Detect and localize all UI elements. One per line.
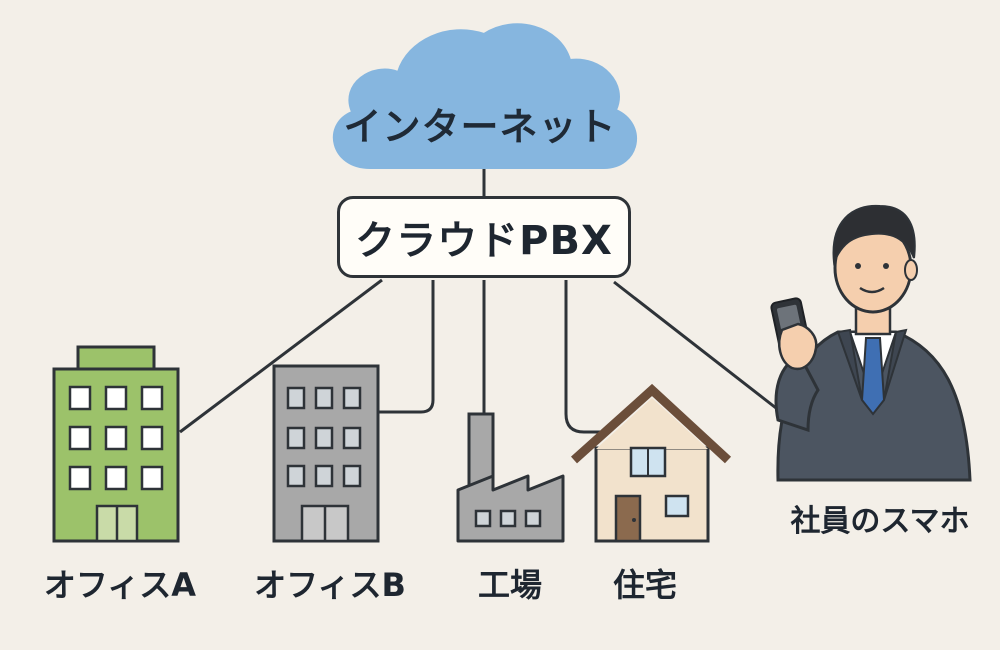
- office-a-building-icon: [52, 345, 180, 543]
- factory-label: 工場: [477, 566, 542, 604]
- cloud-pbx-box: クラウドPBX: [337, 196, 631, 278]
- internet-label: インターネット: [343, 105, 617, 149]
- employee-phone-label: 社員のスマホ: [790, 504, 970, 539]
- house-icon: [570, 383, 732, 543]
- employee-with-smartphone-icon: [770, 204, 972, 482]
- cloud-pbx-label: クラウドPBX: [355, 218, 613, 264]
- office-b-label: オフィスB: [254, 566, 406, 604]
- house-label: 住宅: [612, 566, 677, 604]
- link-house: [564, 280, 600, 434]
- connection-lines: [179, 166, 777, 434]
- office-a-label: オフィスA: [43, 566, 197, 604]
- factory-icon: [456, 412, 565, 543]
- link-employee-phone: [613, 280, 777, 410]
- link-office-a: [179, 278, 383, 434]
- office-b-building-icon: [272, 364, 380, 543]
- cloud-icon: [333, 23, 637, 169]
- link-office-b: [378, 280, 435, 414]
